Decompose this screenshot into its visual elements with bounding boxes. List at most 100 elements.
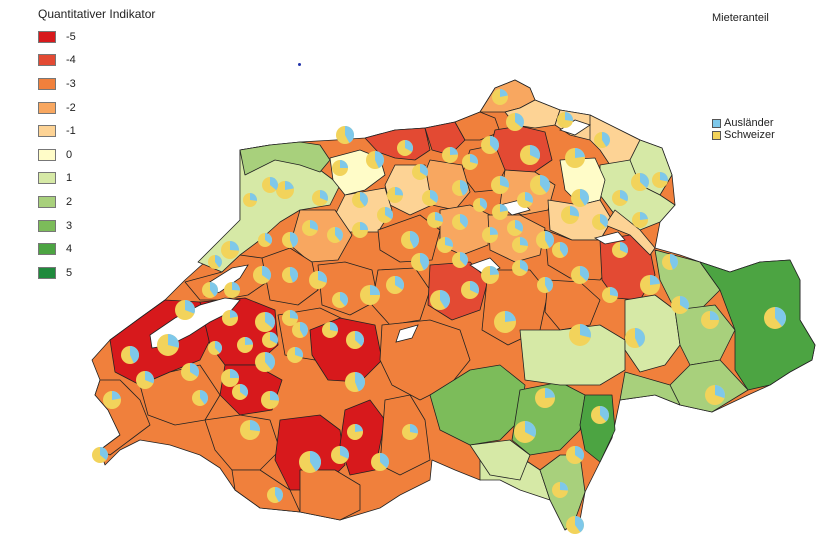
tenant-share-pie	[452, 252, 469, 268]
legend-swatch	[38, 195, 56, 208]
pie-slice-auslaender	[145, 370, 154, 384]
pie-slice-auslaender	[370, 285, 380, 295]
pie-slice-auslaender	[580, 189, 589, 206]
legend-swatch	[38, 219, 56, 232]
legend-swatch	[38, 148, 56, 161]
tenant-share-pie	[514, 421, 536, 443]
tenant-share-pie	[352, 222, 368, 238]
tenant-share-pie	[366, 151, 384, 169]
tenant-share-pie	[253, 266, 272, 284]
tenant-share-pie	[282, 267, 298, 283]
map-region	[624, 294, 681, 373]
tenant-share-pie	[492, 204, 508, 220]
pie-slice-auslaender	[240, 384, 248, 397]
pie-legend-label: Schweizer	[724, 128, 775, 141]
tenant-share-pie	[427, 212, 444, 228]
map-region	[239, 141, 331, 176]
tenant-share-pie	[520, 145, 541, 165]
tenant-share-pie	[232, 384, 248, 400]
tenant-share-pie	[332, 160, 348, 176]
pie-slice-auslaender	[500, 89, 508, 97]
tenant-share-pie	[331, 446, 349, 464]
pie-slice-auslaender	[560, 242, 569, 257]
tenant-share-pie	[327, 227, 343, 243]
tenant-share-pie	[591, 406, 610, 424]
pie-slice-auslaender	[600, 406, 610, 422]
tenant-share-pie	[309, 271, 327, 289]
pie-slice-auslaender	[600, 214, 608, 228]
tenant-share-pie	[92, 446, 109, 463]
pie-slice-auslaender	[355, 424, 363, 432]
legend-item: 3	[38, 214, 76, 238]
tenant-share-pie	[221, 369, 239, 387]
map-region	[197, 144, 341, 273]
pie-slice-auslaender	[435, 212, 444, 222]
lake-thun	[395, 324, 419, 343]
pie-slice-auslaender	[505, 311, 516, 322]
pie-slice-auslaender	[215, 255, 223, 268]
legend-label: 1	[66, 172, 73, 185]
tenant-share-pie	[224, 282, 240, 298]
tenant-share-pie	[282, 310, 298, 326]
tenant-share-pie	[506, 113, 524, 131]
tenant-share-pie	[255, 352, 276, 372]
pie-slice-auslaender	[540, 175, 550, 193]
legend-item: -4	[38, 49, 76, 73]
pie-slice-auslaender	[290, 310, 298, 320]
lake-walen	[593, 231, 626, 245]
legend-item: -3	[38, 72, 76, 96]
tenant-share-pie	[202, 282, 218, 298]
tenant-share-pie	[602, 287, 618, 303]
pie-legend-swatch	[712, 130, 721, 140]
tenant-share-pie	[764, 307, 787, 329]
pie-slice-auslaender	[602, 132, 610, 147]
tenant-share-pie	[240, 420, 260, 440]
legend-swatch	[38, 266, 56, 279]
pie-slice-auslaender	[410, 424, 419, 434]
legend-item: -1	[38, 119, 76, 143]
map-region	[619, 371, 681, 406]
tenant-share-pie	[631, 173, 650, 191]
legend-title: Quantitativer Indikator	[38, 7, 156, 21]
pie-slice-auslaender	[480, 198, 488, 210]
tenant-share-pie	[292, 322, 309, 338]
pie-slice-auslaender	[360, 192, 368, 207]
pie-slice-auslaender	[265, 312, 275, 329]
pie-slice-auslaender	[490, 266, 499, 275]
pie-slice-auslaender	[295, 347, 303, 358]
tenant-share-pie	[377, 207, 394, 223]
legend-swatch	[38, 125, 56, 138]
tenant-share-pie	[345, 372, 365, 392]
tenant-share-pie	[517, 192, 534, 208]
pie-slice-auslaender	[340, 446, 349, 459]
pie-slice-auslaender	[525, 421, 536, 438]
tenant-share-pie	[346, 331, 365, 349]
legend-swatch	[38, 30, 56, 43]
tenant-share-pie	[442, 147, 458, 163]
tenant-share-pie	[386, 276, 404, 294]
legend-swatch	[38, 77, 56, 90]
tenant-share-pie	[181, 363, 200, 381]
pie-slice-auslaender	[250, 193, 257, 201]
tenant-share-pie	[347, 424, 363, 440]
pie-legend-swatch	[712, 118, 721, 128]
tenant-share-pie	[255, 312, 275, 332]
pie-slice-auslaender	[530, 145, 541, 160]
tenant-share-pie	[566, 446, 584, 464]
tenant-share-pie	[121, 346, 139, 364]
pie-slice-auslaender	[650, 275, 660, 285]
map-region	[699, 259, 816, 391]
tenant-share-pie	[701, 311, 719, 329]
legend-label: -2	[66, 101, 76, 114]
tenant-share-pie	[387, 187, 403, 203]
pie-slice-auslaender	[430, 190, 439, 203]
tenant-share-pie	[461, 281, 480, 299]
pie-slice-auslaender	[515, 113, 524, 128]
tenant-share-pie	[412, 164, 429, 180]
pie-slice-auslaender	[500, 176, 509, 188]
pie-slice-auslaender	[215, 341, 223, 354]
pie-legend-item: Ausländer	[712, 117, 775, 129]
pie-slice-auslaender	[335, 227, 343, 242]
